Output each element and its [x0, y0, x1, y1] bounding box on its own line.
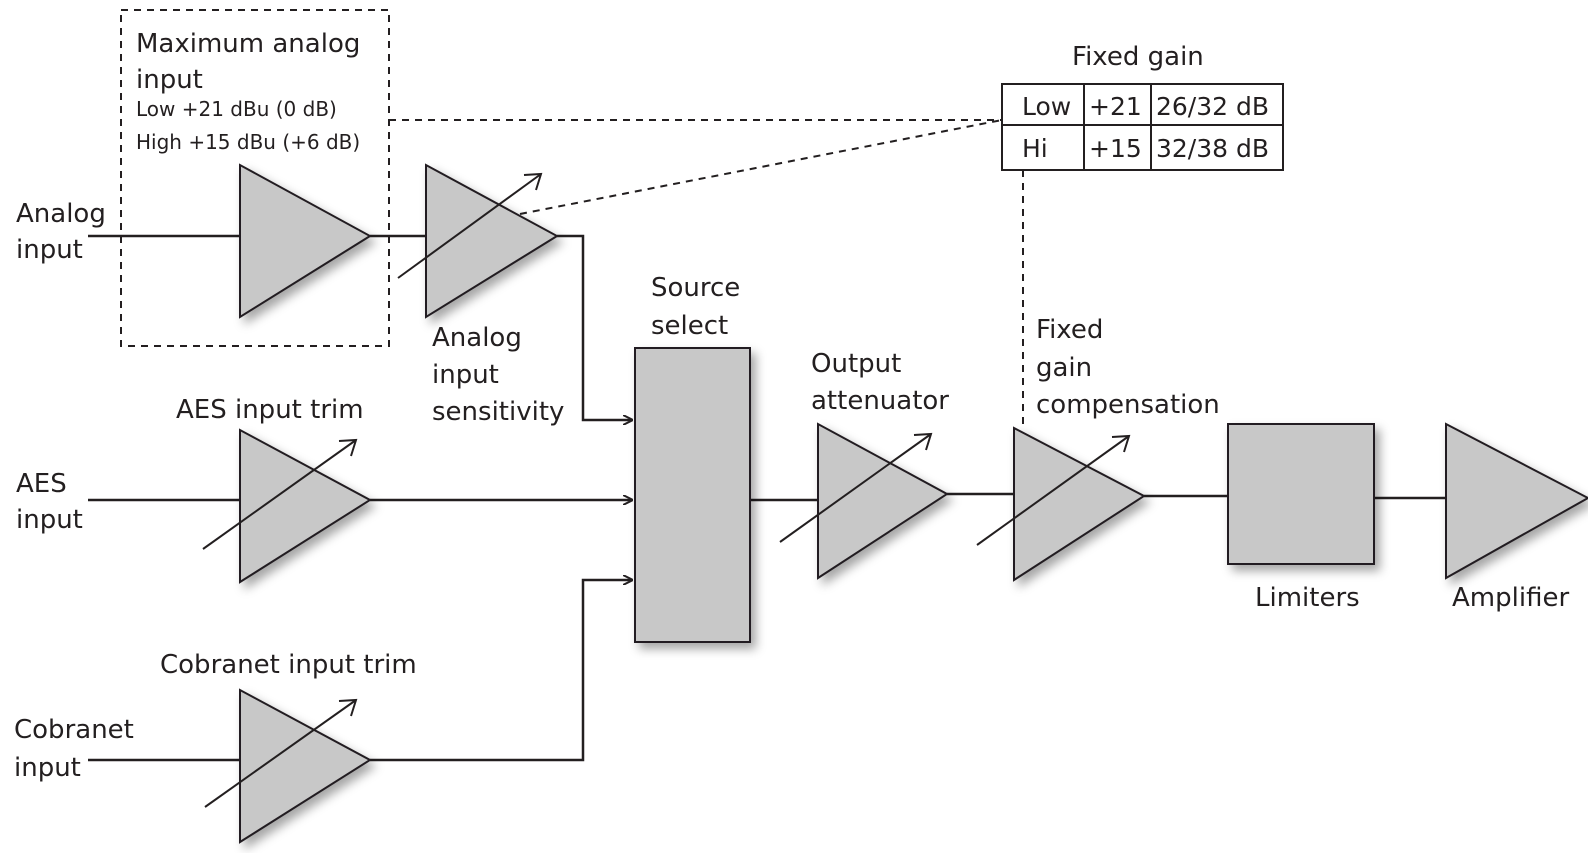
table-cell-hi-label: Hi	[1022, 134, 1048, 163]
fixed-gain-comp-label-line3: compensation	[1036, 390, 1220, 420]
cobranet-input-label-line2: input	[14, 753, 81, 783]
variable-arrow-icon	[976, 434, 1131, 546]
source-select-label-line2: select	[651, 311, 728, 341]
table-cell-low-level: +21	[1089, 92, 1142, 121]
limiters-label: Limiters	[1255, 583, 1360, 613]
max-analog-title-line1: Maximum analog	[136, 29, 360, 59]
table-cell-hi-gain: 32/38 dB	[1156, 134, 1269, 163]
limiters-block	[1227, 423, 1375, 565]
dashed-leader-sensitivity	[519, 119, 1003, 215]
variable-arrow-icon	[779, 432, 933, 543]
wire-cobranet-trim-to-source	[370, 580, 632, 762]
output-attenuator-label-line1: Output	[811, 349, 901, 379]
fixed-gain-comp-label-line1: Fixed	[1036, 315, 1103, 345]
max-analog-low: Low +21 dBu (0 dB)	[136, 97, 337, 121]
analog-input-label-line2: input	[16, 235, 83, 265]
fixed-gain-comp-label-line2: gain	[1036, 353, 1092, 383]
analog-sensitivity-label-line1: Analog	[432, 323, 522, 353]
max-analog-input-amp-icon	[239, 163, 372, 319]
aes-input-label-line1: AES	[16, 469, 67, 499]
fixed-gain-amp-icon	[1013, 426, 1146, 582]
table-cell-low-gain: 26/32 dB	[1156, 92, 1269, 121]
max-analog-high: High +15 dBu (+6 dB)	[136, 130, 360, 154]
analog-input-label-line1: Analog	[16, 199, 106, 229]
variable-arrow-icon	[204, 698, 358, 808]
output-attenuator-label-line2: attenuator	[811, 386, 949, 416]
aes-trim-label: AES input trim	[176, 395, 364, 425]
aes-trim-amp-icon	[239, 428, 372, 584]
amplifier-icon	[1445, 422, 1588, 580]
output-attenuator-amp-icon	[817, 422, 949, 580]
source-select-label-line1: Source	[651, 273, 740, 303]
variable-arrow-icon	[202, 438, 358, 550]
amplifier-label: Amplifier	[1452, 583, 1569, 613]
table-cell-hi-level: +15	[1089, 134, 1142, 163]
variable-arrow-icon	[397, 172, 543, 279]
table-cell-low-label: Low	[1022, 92, 1071, 121]
cobranet-trim-amp-icon	[239, 688, 372, 844]
max-analog-input-box	[120, 9, 390, 347]
analog-sensitivity-label-line2: input	[432, 360, 499, 390]
max-analog-title-line2: input	[136, 65, 203, 95]
analog-sensitivity-amp-icon	[425, 163, 559, 319]
cobranet-trim-label: Cobranet input trim	[160, 650, 417, 680]
source-select-block	[634, 347, 751, 643]
fixed-gain-table-title: Fixed gain	[1072, 42, 1204, 72]
cobranet-input-label-line1: Cobranet	[14, 715, 134, 745]
aes-input-label-line2: input	[16, 505, 83, 535]
wire-sensitivity-to-source	[557, 234, 632, 420]
fixed-gain-table: Low +21 26/32 dB Hi +15 32/38 dB	[1001, 83, 1284, 171]
analog-sensitivity-label-line3: sensitivity	[432, 397, 564, 427]
